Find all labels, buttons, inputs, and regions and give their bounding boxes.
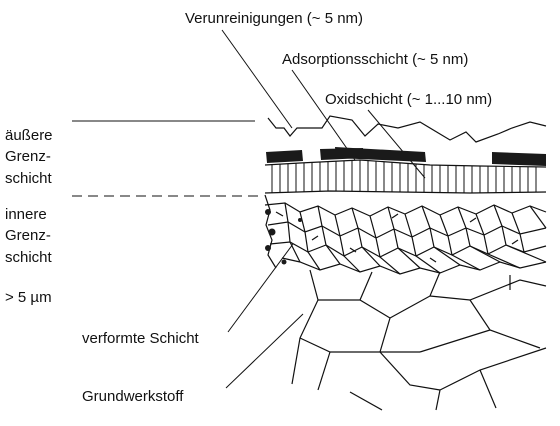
- leader-base-material: [225, 313, 304, 389]
- leader-contamination: [221, 29, 293, 129]
- adsorption-layer: [266, 147, 546, 166]
- label-outer-line2: Grenz-: [5, 148, 51, 165]
- contamination-layer: [267, 115, 547, 143]
- label-oxide: Oxidschicht (~ 1...10 nm): [325, 91, 492, 108]
- leader-deformed-layer: [227, 243, 294, 333]
- label-contamination: Verunreinigungen (~ 5 nm): [185, 10, 363, 27]
- label-inner-line3: schicht: [5, 249, 53, 266]
- oxide-layer: [264, 159, 547, 194]
- inner-boundary-grains: [264, 194, 547, 275]
- label-outer-line1: äußere: [5, 127, 53, 144]
- label-inner-line1: innere: [5, 206, 47, 223]
- label-depth: > 5 µm: [5, 289, 52, 306]
- label-deformed-layer: verformte Schicht: [82, 330, 200, 347]
- label-adsorption: Adsorptionsschicht (~ 5 nm): [282, 51, 468, 68]
- base-material-grains: [291, 269, 547, 411]
- label-outer-line3: schicht: [5, 170, 53, 187]
- label-base-material: Grundwerkstoff: [82, 388, 184, 405]
- grain-boundary-spots: [265, 209, 302, 265]
- label-inner-line2: Grenz-: [5, 227, 51, 244]
- leader-adsorption: [291, 69, 356, 161]
